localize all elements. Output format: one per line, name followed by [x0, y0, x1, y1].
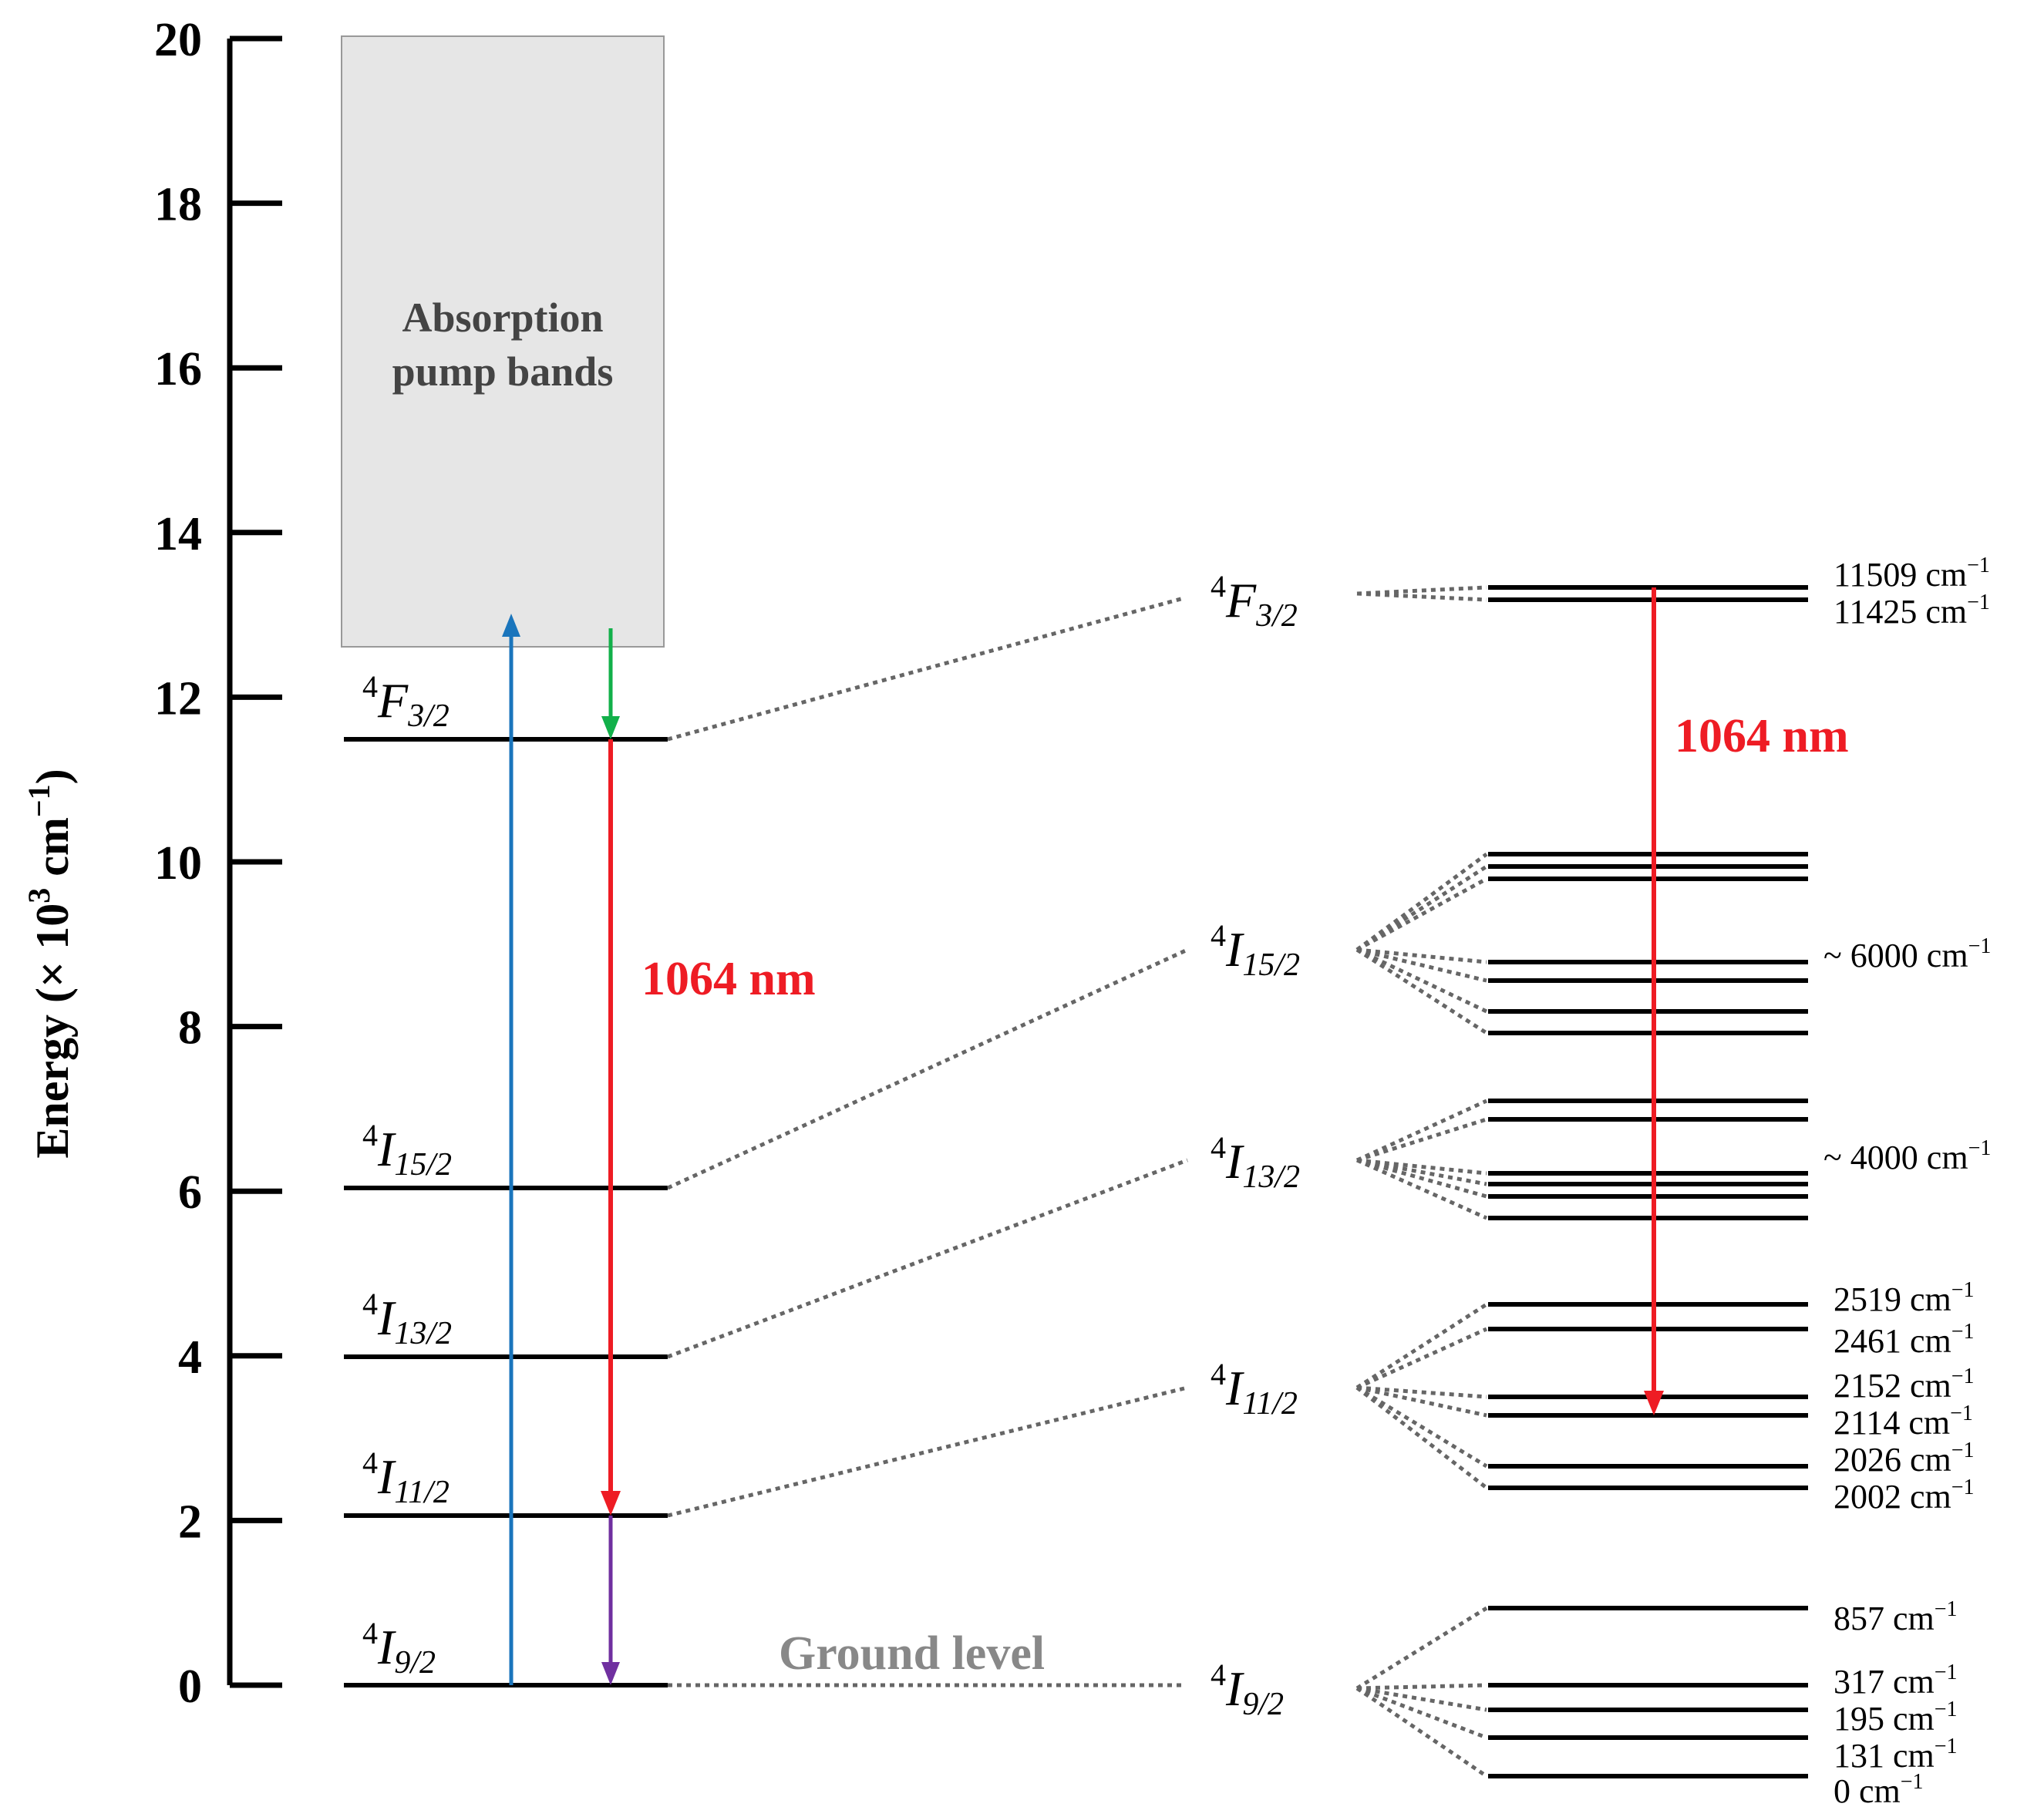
fan-line: [1356, 1385, 1487, 1418]
y-tick-label: 0: [178, 1661, 202, 1713]
fan-line: [1355, 1099, 1488, 1163]
y-axis: 0 2 4 6 8 10 12 14 16 18 20: [154, 14, 282, 1713]
fan-line: [1356, 1117, 1487, 1163]
fan-line: [1355, 1606, 1488, 1691]
left-label-4I15-2: 4I15/2: [362, 1118, 452, 1183]
fan-line: [1355, 947, 1488, 1014]
wn-6000: ~ 6000 cm−1: [1823, 934, 1991, 974]
wn-0: 0 cm−1: [1834, 1770, 1924, 1810]
y-tick-label: 4: [178, 1331, 202, 1384]
mid-label-4I9-2: 4I9/2: [1211, 1657, 1284, 1722]
pump-bands-label-line2: pump bands: [392, 348, 614, 395]
fan-line: [1355, 1686, 1488, 1778]
laser-arrowhead-right: [1644, 1391, 1664, 1415]
wn-4000: ~ 4000 cm−1: [1823, 1136, 1991, 1176]
laser-arrowhead-left: [601, 1491, 621, 1516]
nonradiative-lower-arrowhead: [601, 1662, 620, 1685]
fan-line: [1356, 947, 1487, 983]
connector-lines: [666, 596, 1189, 1687]
fan-line: [1356, 585, 1487, 596]
nonradiative-upper-arrowhead: [601, 716, 620, 739]
y-tick-label: 10: [154, 837, 202, 890]
fan-line: [1356, 1158, 1487, 1186]
wavenumber-labels: 11509 cm−1 11425 cm−1 ~ 6000 cm−1 ~ 4000…: [1823, 554, 1991, 1810]
mid-label-4I15-2: 4I15/2: [1211, 918, 1300, 983]
wn-11509: 11509 cm−1: [1834, 554, 1990, 594]
left-label-4I13-2: 4I13/2: [362, 1287, 452, 1351]
fan-line: [1356, 947, 1487, 964]
fan-line: [1356, 591, 1487, 602]
y-tick-label: 14: [154, 508, 202, 560]
stark-fan-lines: [1355, 585, 1488, 1778]
fan-line: [1356, 1686, 1487, 1712]
y-tick-label: 12: [154, 672, 202, 725]
mid-label-4I13-2: 4I13/2: [1211, 1130, 1300, 1195]
fan-line: [1356, 1385, 1487, 1399]
stark-sublevels: [1488, 585, 1808, 1778]
wn-131: 131 cm−1: [1834, 1735, 1958, 1775]
y-tick-label: 6: [178, 1166, 202, 1219]
fan-line: [1355, 1327, 1488, 1390]
left-label-4I9-2: 4I9/2: [362, 1616, 436, 1681]
wn-2026: 2026 cm−1: [1834, 1438, 1975, 1479]
fan-line: [1356, 1158, 1487, 1199]
y-axis-title: Energy (× 103 cm−1): [22, 769, 78, 1158]
wn-195: 195 cm−1: [1834, 1698, 1958, 1738]
y-tick-label: 2: [178, 1496, 202, 1548]
mid-label-4I11-2: 4I11/2: [1211, 1357, 1298, 1422]
absorption-pump-bands-box: [341, 35, 665, 648]
y-tick-label: 16: [154, 343, 202, 395]
fan-line: [1355, 947, 1488, 1035]
left-levels: [344, 737, 668, 1687]
left-label-4I11-2: 4I11/2: [362, 1445, 450, 1510]
wn-2519: 2519 cm−1: [1834, 1278, 1975, 1318]
left-label-4F3-2: 4F3/2: [362, 669, 450, 734]
pump-bands-label-line1: Absorption: [402, 294, 603, 341]
fan-line: [1355, 1302, 1488, 1390]
fan-line: [1355, 877, 1488, 952]
transition-arrows: [502, 614, 621, 1685]
y-tick-label: 8: [178, 1002, 202, 1055]
wn-2461: 2461 cm−1: [1834, 1320, 1975, 1360]
laser-label-left: 1064 nm: [641, 953, 816, 1005]
mid-label-4F3-2: 4F3/2: [1211, 569, 1298, 634]
wn-317: 317 cm−1: [1834, 1661, 1958, 1701]
laser-label-right: 1064 nm: [1675, 710, 1849, 762]
fan-line: [1356, 1683, 1487, 1691]
wn-2002: 2002 cm−1: [1834, 1475, 1975, 1516]
fan-line: [1355, 864, 1488, 952]
fan-line: [1355, 1385, 1488, 1469]
pump-arrowhead: [502, 614, 520, 637]
fan-line: [1356, 1686, 1487, 1740]
fan-line: [1355, 852, 1488, 952]
wn-11425: 11425 cm−1: [1834, 591, 1990, 631]
y-tick-label: 18: [154, 179, 202, 231]
ground-level-label: Ground level: [779, 1627, 1045, 1680]
y-tick-label: 20: [154, 14, 202, 66]
wn-2152: 2152 cm−1: [1834, 1364, 1975, 1405]
wn-2114: 2114 cm−1: [1834, 1401, 1973, 1442]
wn-857: 857 cm−1: [1834, 1597, 1958, 1637]
